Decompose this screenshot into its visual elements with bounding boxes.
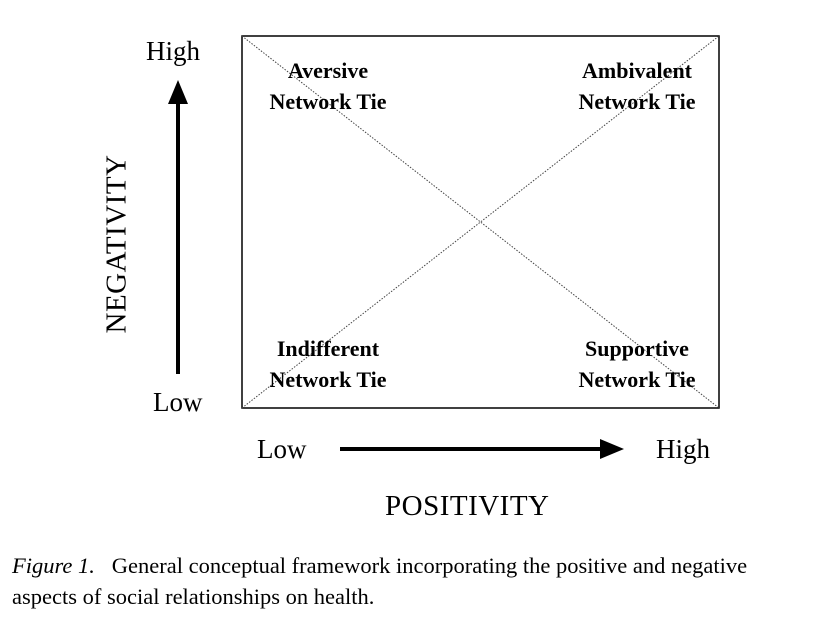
x-axis-title: POSITIVITY	[385, 490, 550, 522]
y-axis-title: NEGATIVITY	[100, 154, 133, 334]
quadrant-aversive: Aversive Network Tie	[242, 55, 414, 117]
caption-text: General conceptual framework incorporati…	[12, 553, 748, 609]
quadrant-ambivalent-line2: Network Tie	[578, 89, 696, 114]
diagonal-line-descending	[241, 35, 720, 409]
quadrant-aversive-line1: Aversive	[287, 58, 369, 83]
quadrant-ambivalent-line1: Ambivalent	[582, 58, 692, 83]
framework-box	[241, 35, 720, 409]
figure-label: Figure 1.	[12, 553, 95, 578]
positivity-arrow-head	[600, 439, 624, 459]
quadrant-aversive-line2: Network Tie	[269, 89, 387, 114]
quadrant-indifferent: Indifferent Network Tie	[242, 333, 414, 395]
y-axis-high-label: High	[146, 36, 200, 66]
quadrant-supportive-line2: Network Tie	[578, 367, 696, 392]
quadrant-supportive-line1: Supportive	[585, 336, 689, 361]
quadrant-indifferent-line1: Indifferent	[276, 336, 380, 361]
negativity-arrow-head	[168, 80, 188, 104]
figure-caption: Figure 1. General conceptual framework i…	[12, 550, 812, 612]
y-axis-low-label: Low	[153, 387, 203, 417]
quadrant-supportive: Supportive Network Tie	[555, 333, 719, 395]
x-axis-high-label: High	[656, 434, 710, 464]
diagonal-line-ascending	[241, 35, 720, 409]
x-axis-low-label: Low	[257, 434, 307, 464]
quadrant-ambivalent: Ambivalent Network Tie	[555, 55, 719, 117]
quadrant-indifferent-line2: Network Tie	[269, 367, 387, 392]
